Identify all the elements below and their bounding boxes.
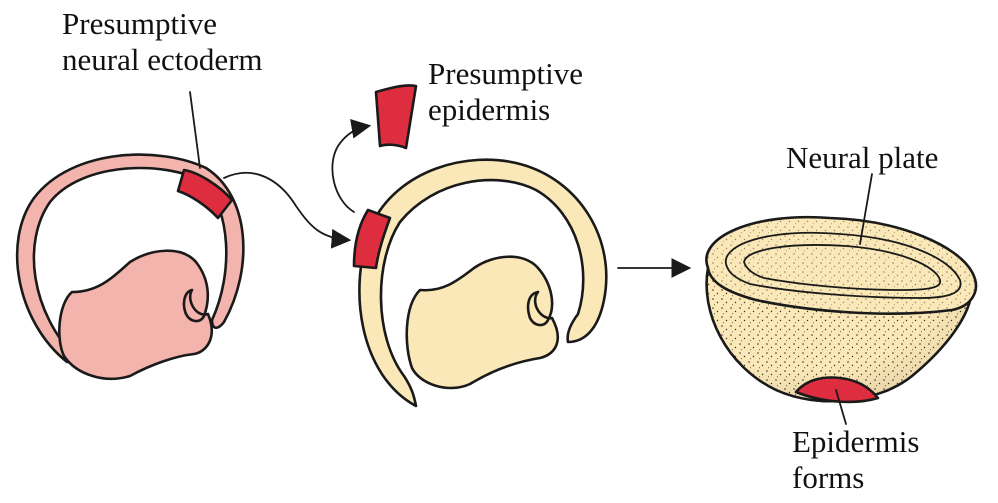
label-presumptive-neural-ectoderm-line1: Presumptive xyxy=(62,6,263,42)
label-presumptive-neural-ectoderm: Presumptive neural ectoderm xyxy=(62,6,263,78)
host-endoderm-mass xyxy=(407,257,558,388)
neurula-embryo xyxy=(706,217,976,402)
label-epidermis-forms-line2: forms xyxy=(792,460,919,496)
label-presumptive-epidermis-line1: Presumptive xyxy=(428,56,583,92)
donor-embryo xyxy=(17,155,243,379)
label-epidermis-forms: Epidermis forms xyxy=(792,424,919,496)
donor-endoderm-mass xyxy=(59,251,211,379)
label-presumptive-epidermis: Presumptive epidermis xyxy=(428,56,583,128)
host-embryo xyxy=(354,160,606,406)
excised-graft-piece xyxy=(376,85,416,148)
label-presumptive-neural-ectoderm-line2: neural ectoderm xyxy=(62,42,263,78)
label-neural-plate: Neural plate xyxy=(786,140,938,176)
leader-line-neural-ectoderm xyxy=(190,92,200,168)
label-epidermis-forms-line1: Epidermis xyxy=(792,424,919,460)
arrow-host-to-discard xyxy=(332,126,368,212)
label-presumptive-epidermis-line2: epidermis xyxy=(428,92,583,128)
